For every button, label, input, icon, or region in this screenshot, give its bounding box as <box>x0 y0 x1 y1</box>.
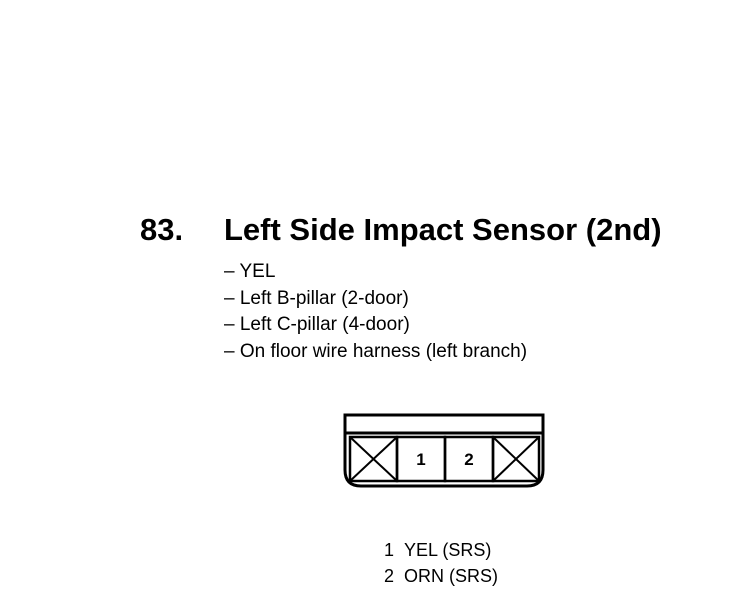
connector-face-diagram: 1 2 <box>343 413 545 488</box>
component-number: 83. <box>140 212 184 247</box>
cavity-label-1: 1 <box>416 450 425 469</box>
connector-cavity-2: 2 <box>443 435 495 483</box>
detail-location-2door: – Left B-pillar (2-door) <box>224 287 409 309</box>
cavity-label-2: 2 <box>464 450 473 469</box>
component-title: Left Side Impact Sensor (2nd) <box>224 212 662 247</box>
pin-wire: YEL (SRS) <box>404 540 492 560</box>
detail-connector-color: – YEL <box>224 261 276 282</box>
pin-number: 1 <box>384 540 395 560</box>
connector-housing <box>343 431 545 488</box>
component-details: – YEL – Left B-pillar (2-door) – Left C-… <box>224 259 527 365</box>
connector-lock-tab <box>343 413 545 433</box>
connector-blank-cavity <box>348 435 399 483</box>
detail-harness: – On floor wire harness (left branch) <box>224 340 528 362</box>
detail-location-4door: – Left C-pillar (4-door) <box>224 314 410 335</box>
pinout-row: 1 YEL (SRS) <box>384 537 498 563</box>
pin-wire: ORN (SRS) <box>404 566 498 586</box>
pin-number: 2 <box>384 566 395 586</box>
pinout-list: 1 YEL (SRS) 2 ORN (SRS) <box>384 537 498 589</box>
pinout-row: 2 ORN (SRS) <box>384 563 498 589</box>
connector-cavity-1: 1 <box>395 435 447 483</box>
connector-blank-cavity <box>491 435 541 483</box>
